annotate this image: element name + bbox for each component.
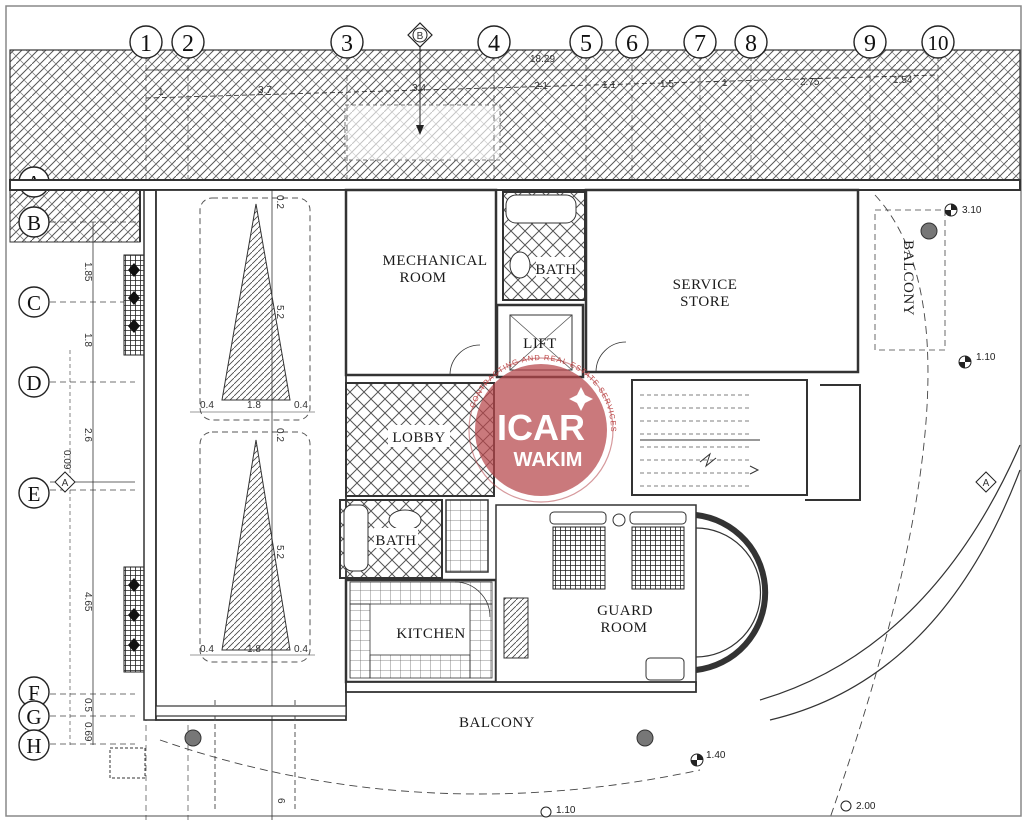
row-bubbles: A B C D E F G H <box>18 166 50 761</box>
dim-park-w2: 1.8 <box>247 400 261 411</box>
balcony-right: BALCONY <box>759 194 1021 819</box>
guard-label-2: ROOM <box>600 620 647 636</box>
level-markers: 3.10 1.10 1.40 1.10 2.00 <box>540 203 996 818</box>
dim-park-w1: 0.4 <box>200 400 214 411</box>
watermark-line-1: ICAR <box>497 407 585 448</box>
row-label-c: C <box>27 291 41 315</box>
row-label-h: H <box>26 734 41 758</box>
column-label-1: 1 <box>140 31 152 57</box>
balcony-bottom-label: BALCONY <box>459 715 535 731</box>
section-letter-left: A <box>62 478 69 489</box>
top-dimension: 18.29 1 3.7 3.4 2.1 1.1 1.5 1 2.75 1.54 <box>145 54 939 99</box>
kitchen-label: KITCHEN <box>396 626 465 642</box>
column-label-5: 5 <box>580 31 592 57</box>
column-bubbles: 1 2 3 4 5 6 7 8 9 10 <box>129 25 955 59</box>
kitchen: KITCHEN <box>344 578 498 684</box>
dim-seg-8: 2.75 <box>800 77 820 88</box>
section-marker-a: A A <box>50 471 997 493</box>
lobby: LOBBY <box>345 382 495 497</box>
dim-seg-5: 1.1 <box>602 80 616 91</box>
column-label-10: 10 <box>928 31 949 55</box>
level-2: 1.10 <box>976 352 996 363</box>
star-icon <box>569 387 593 411</box>
dim-park-w3: 0.4 <box>294 400 308 411</box>
guard-room: GUARD ROOM <box>495 504 769 686</box>
column-label-4: 4 <box>488 31 500 57</box>
building-walls <box>9 179 1021 242</box>
column-label-8: 8 <box>745 31 757 57</box>
dim-left-5: 0.5 <box>82 698 93 712</box>
north-marker-letter: B <box>417 31 424 42</box>
dim-seg-7: 1 <box>722 78 728 89</box>
service-label-2: STORE <box>680 294 730 310</box>
row-label-f: F <box>28 681 40 705</box>
dim-left-1: 1.85 <box>82 262 93 282</box>
left-dimensions: 1.85 1.8 2.6 4.65 0.5 0.69 0.09 <box>61 222 94 745</box>
dim-seg-6: 1.5 <box>660 79 674 90</box>
level-1: 3.10 <box>962 205 982 216</box>
column-label-2: 2 <box>182 31 194 57</box>
drawing-frame <box>5 5 1022 817</box>
row-label-e: E <box>28 482 41 506</box>
section-marker-b: B <box>407 22 433 135</box>
dim-park-gap1: 0.2 <box>274 195 285 209</box>
bottom-wall <box>155 681 697 717</box>
watermark-line-2: WAKIM <box>514 449 583 471</box>
column-label-3: 3 <box>341 31 353 57</box>
column-label-7: 7 <box>694 31 706 57</box>
lobby-label: LOBBY <box>392 430 445 446</box>
section-letter-right: A <box>983 478 990 489</box>
dim-left-4: 4.65 <box>82 592 93 612</box>
dim-park-len1: 5.2 <box>274 305 285 319</box>
parking-area: 0.4 1.8 0.4 0.4 1.8 0.4 5.2 5.2 0.2 0.2 … <box>155 189 347 820</box>
service-store: SERVICE STORE <box>584 188 860 374</box>
paved-strip <box>9 49 1021 243</box>
dim-park-w5: 1.8 <box>247 644 261 655</box>
dim-seg-3: 3.4 <box>412 83 426 94</box>
dim-seg-4: 2.1 <box>534 81 548 92</box>
level-4: 1.10 <box>556 805 576 816</box>
dim-park-bottom: 6 <box>275 798 286 804</box>
dim-park-gap2: 0.2 <box>274 428 285 442</box>
level-3: 1.40 <box>706 750 726 761</box>
column-label-9: 9 <box>864 31 876 57</box>
bath-top: BATH <box>502 191 586 301</box>
row-label-g: G <box>26 705 41 729</box>
guard-label-1: GUARD <box>597 603 653 619</box>
left-facade <box>123 189 157 721</box>
dim-left-2: 1.8 <box>82 333 93 347</box>
bath-top-label: BATH <box>535 262 576 278</box>
service-label-1: SERVICE <box>673 277 738 293</box>
dim-seg-2: 3.7 <box>258 85 272 96</box>
mechanical-label-1: MECHANICAL <box>383 253 488 269</box>
level-5: 2.00 <box>856 801 876 812</box>
mechanical-room: MECHANICAL ROOM <box>344 188 498 377</box>
staircase <box>631 379 861 501</box>
dim-park-w6: 0.4 <box>294 644 308 655</box>
bath-bottom: BATH <box>339 499 489 579</box>
bath-bottom-label: BATH <box>375 533 416 549</box>
dim-overall: 18.29 <box>530 54 555 65</box>
balcony-bottom: BALCONY <box>109 715 701 795</box>
mechanical-label-2: ROOM <box>399 270 446 286</box>
dim-left-6: 0.69 <box>82 722 93 742</box>
row-label-d: D <box>26 371 41 395</box>
dim-seg-9: 1.54 <box>893 75 913 86</box>
row-label-b: B <box>27 211 41 235</box>
lift-label: LIFT <box>523 336 557 352</box>
column-label-6: 6 <box>626 31 638 57</box>
dim-park-w4: 0.4 <box>200 644 214 655</box>
dim-park-len2: 5.2 <box>274 545 285 559</box>
dim-left-3: 2.6 <box>82 428 93 442</box>
dim-left-vertical: 0.09 <box>61 450 72 470</box>
balcony-right-label: BALCONY <box>900 240 916 316</box>
dim-seg-1: 1 <box>158 87 164 98</box>
